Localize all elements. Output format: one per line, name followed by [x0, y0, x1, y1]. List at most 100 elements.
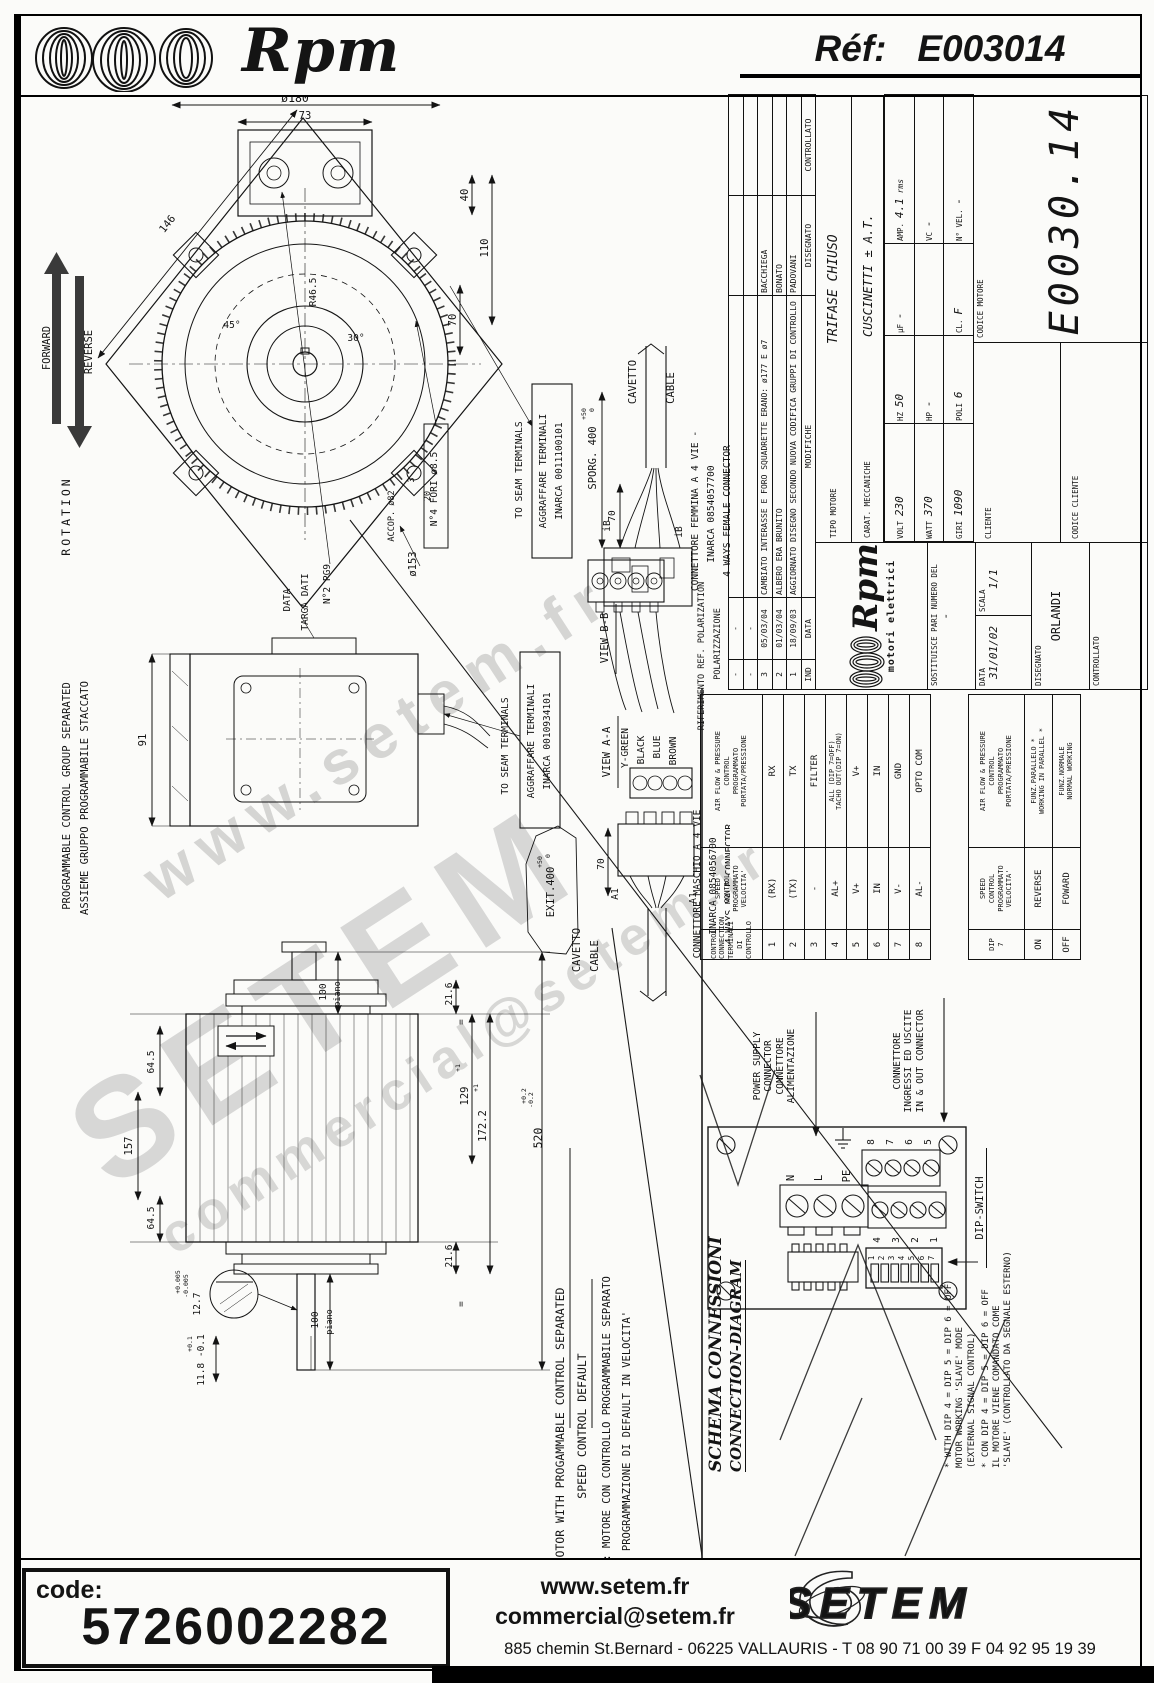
terminal-4: 4: [872, 1237, 883, 1243]
label-cable-2: CABLE: [589, 940, 601, 972]
inarca-code-2: INARCA 0010934101: [542, 692, 553, 790]
wire-ygreen: Y-GREEN: [620, 728, 631, 768]
tb-codice-motore-label: CODICE MOTORE: [976, 279, 985, 338]
brand-wordmark: Rpm: [242, 16, 401, 86]
note-line-4: PROGRAMMAZIONE DI DEFAULT IN VELOCITA': [621, 1311, 633, 1551]
tb-tipo-value: TRIFASE CHIUSO: [826, 234, 841, 344]
note-en-1: * WITH DIP 4 = DIP 5 = DIP 6 = OFF: [944, 1283, 954, 1468]
pin-row: 2(TX)TX: [783, 694, 805, 960]
spec-uf-value: -: [892, 312, 906, 320]
label-piano-bottom: piano: [325, 1309, 335, 1335]
note-it-2: IL MOTORE VIENE COMANDATO COME: [992, 1305, 1002, 1468]
tol-118: +0.1: [186, 1336, 194, 1352]
tb-brand-sub: motori elettrici: [886, 559, 897, 673]
tol-zero-a: 0: [588, 408, 596, 412]
dim-118: 11.8 -0.1: [196, 1334, 207, 1386]
inarca-code-1: INARCA 0011100101: [554, 422, 565, 520]
tb-spec-grid: VOLT 230 HZ 50 µF - AMP. 4.1 rms WATT 37…: [884, 94, 974, 542]
terminal-2: 2: [910, 1237, 921, 1243]
label-piano-top: piano: [333, 981, 343, 1007]
tol-1722: +1: [472, 1084, 480, 1092]
terminal-6: 6: [904, 1139, 915, 1145]
rev-ind: 2: [772, 659, 787, 690]
dim-157: 157: [123, 1137, 135, 1156]
footer-rule: [14, 1558, 1142, 1560]
label-ib-2: iB: [674, 526, 685, 538]
dim-sporg-400: SPORG. 400: [587, 426, 599, 489]
rev-mod: ALBERO ERA BRUNITO: [772, 295, 787, 598]
dip-num-6: 6: [917, 1255, 926, 1260]
dim-70-exit: 70: [596, 858, 607, 870]
female-connector-en: 4 WAYS FEMALE CONNECTOR: [722, 445, 730, 577]
wire-blue: BLUE: [652, 735, 663, 758]
tb-brand: Rpm: [846, 542, 886, 631]
rev-mod: [743, 295, 758, 598]
tb-cliente-label: CLIENTE: [984, 507, 993, 539]
reference-number: Réf: E003014: [740, 28, 1140, 78]
tb-data-label: DATA: [978, 667, 987, 686]
dim-216-top: 21.6: [444, 982, 455, 1005]
seam-terminals-en-2: TO SEAM TERMINALS: [500, 697, 511, 795]
note-line-2: SPEED CONTROL DEFAULT: [575, 1353, 589, 1498]
tb-controllato-label: CONTROLLATO: [1092, 636, 1101, 686]
tb-codice-cliente: CODICE CLIENTE: [1061, 342, 1148, 542]
label-data-plate: DATA: [282, 588, 293, 611]
dim-1722: 172.2: [477, 1110, 489, 1142]
terminal-n: N: [785, 1175, 797, 1181]
dim-30deg: 30°: [347, 333, 364, 344]
label-reverse: REVERSE: [83, 330, 95, 374]
female-connector-it: CONNETTORE FEMMINA A 4 VIE -: [690, 431, 701, 591]
code-value: 5726002282: [81, 1598, 391, 1656]
dip-num-2: 2: [877, 1256, 886, 1261]
tol-520-minus: -0.2: [527, 1092, 535, 1108]
pcb-labels: N L PE 8 7 6 5 4 3 2 1 1 2 3 4 5 6 7: [785, 1139, 940, 1260]
male-connector-it: CONNETTORE MASCHIO A 4 VIE: [692, 809, 703, 958]
terminal-pe: PE: [841, 1170, 853, 1183]
rev-by: BACCHIEGA: [757, 195, 772, 296]
seam-terminals-it-2: AGGRAFFARE TERMINALI: [526, 684, 537, 798]
rev-mod: AGGIORNATO DISEGNO SECONDO NUOVA CODIFIC…: [786, 295, 801, 598]
control-box-view: [148, 617, 561, 829]
tb-tipo-label: TIPO MOTORE: [829, 488, 838, 538]
tb-carat-label: CARAT. MECCANICHE: [863, 461, 872, 538]
setem-logo: SETEM: [790, 1570, 967, 1629]
tol-plus50-a: +50: [580, 408, 588, 420]
dip-num-4: 4: [897, 1255, 906, 1260]
male-connector-code: INARCA 0854056700: [708, 837, 719, 935]
dim-645-top: 64.5: [146, 1051, 157, 1074]
label-polarizzazione: POLARIZZAZIONE: [713, 608, 723, 680]
spec-giri-label: GIRI: [955, 520, 965, 539]
spec-giri-value: 1090: [952, 489, 966, 517]
spec-poli-label: POLI: [955, 402, 965, 421]
rev-by: PADOVANI: [786, 195, 801, 296]
tb-scala: SCALA 1/1: [976, 542, 1032, 616]
spec-hp-value: -: [922, 400, 936, 408]
rev-header-con: CONTROLLATO: [801, 94, 816, 196]
scan-edge-bar: [432, 1666, 1154, 1683]
rev-date: 18/09/03: [786, 597, 801, 660]
spec-nvel-value: -: [952, 197, 966, 205]
spec-watt-value: 370: [922, 496, 936, 517]
dim-520: 520: [531, 1128, 545, 1149]
note-it-3: 'SLAVE' (CONTROLLATO DA SEGNALE ESTERNO): [1003, 1251, 1014, 1468]
dim-diameter180: ø180: [281, 96, 309, 105]
spec-volt-value: 230: [892, 496, 906, 517]
spec-nvel-label: N° VEL.: [955, 209, 965, 241]
schema-title-en: CONNECTION-DIAGRAM: [727, 1259, 746, 1472]
tol-plus50-b: +50: [536, 856, 544, 868]
rev-mod: [728, 295, 743, 598]
tb-scala-value: 1/1: [987, 569, 1000, 589]
code-label: code:: [36, 1576, 103, 1604]
pcb-drawing: [707, 1126, 967, 1310]
section-diagonal-1: [349, 519, 1063, 1449]
